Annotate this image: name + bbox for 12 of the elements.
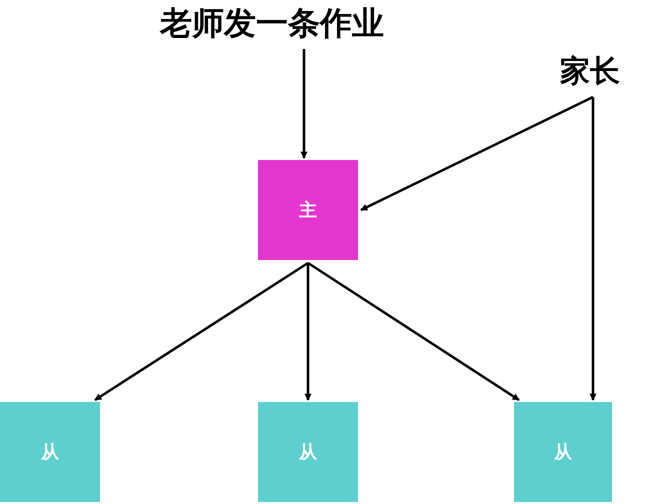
node-box: 从: [514, 402, 612, 502]
arrow: [307, 262, 520, 402]
node-box: 主: [258, 160, 358, 260]
arrow: [94, 262, 309, 402]
node-box: 从: [0, 402, 100, 502]
arrow: [590, 97, 596, 401]
arrow: [304, 263, 312, 401]
arrow: [300, 49, 308, 159]
node-box: 从: [258, 402, 358, 502]
arrow: [360, 96, 594, 212]
node-label: 家长: [560, 54, 620, 90]
node-label: 老师发一条作业: [160, 4, 384, 42]
